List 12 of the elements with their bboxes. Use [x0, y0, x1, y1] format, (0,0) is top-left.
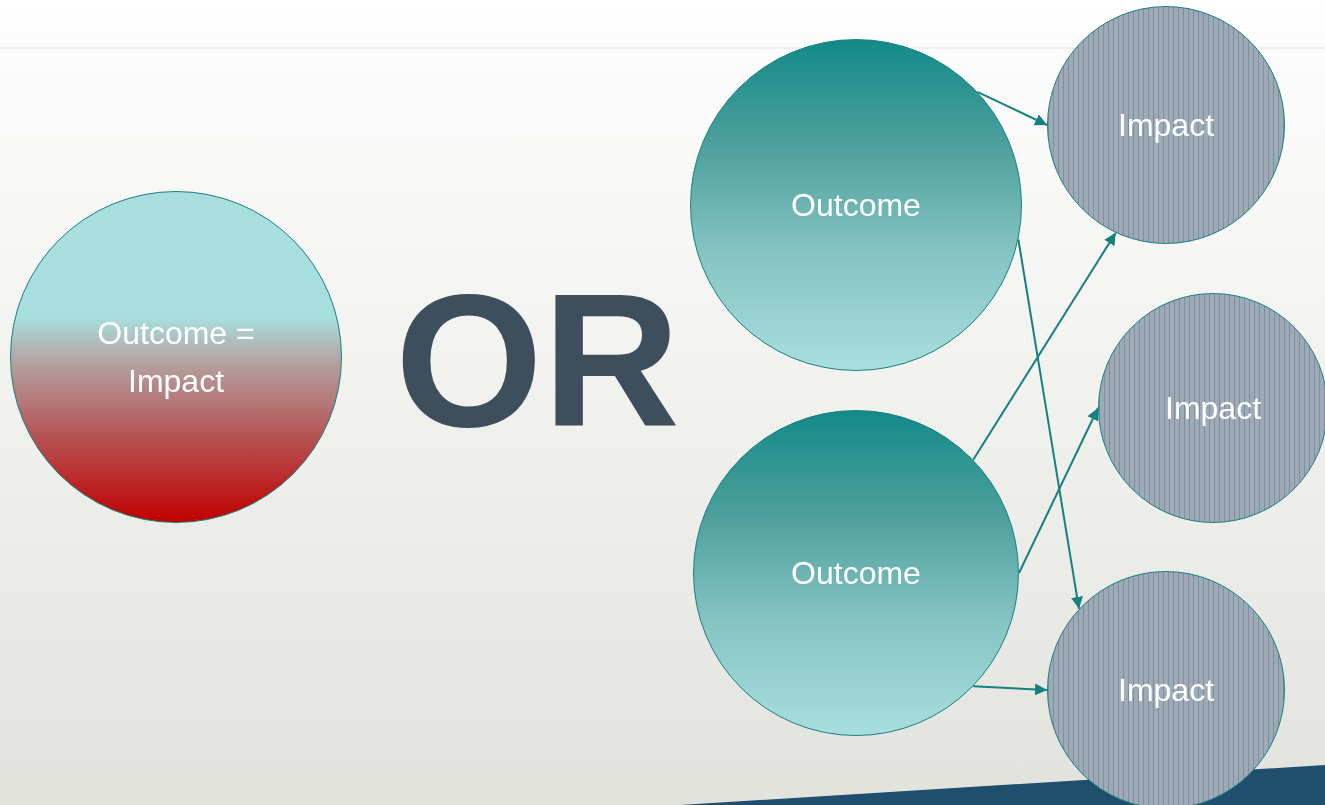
node-label: Impact [1118, 106, 1214, 145]
arrow [976, 90, 1048, 126]
node-label: Outcome = Impact [96, 314, 256, 401]
arrow [1018, 407, 1099, 574]
node-label: Outcome [791, 554, 921, 593]
node-label: Outcome [791, 186, 921, 225]
arrow [972, 231, 1117, 461]
node-label: Impact [1165, 389, 1261, 428]
arrow [972, 683, 1048, 696]
node-label: Impact [1118, 671, 1214, 710]
arrow [1017, 238, 1083, 610]
or-label: OR [395, 265, 680, 455]
